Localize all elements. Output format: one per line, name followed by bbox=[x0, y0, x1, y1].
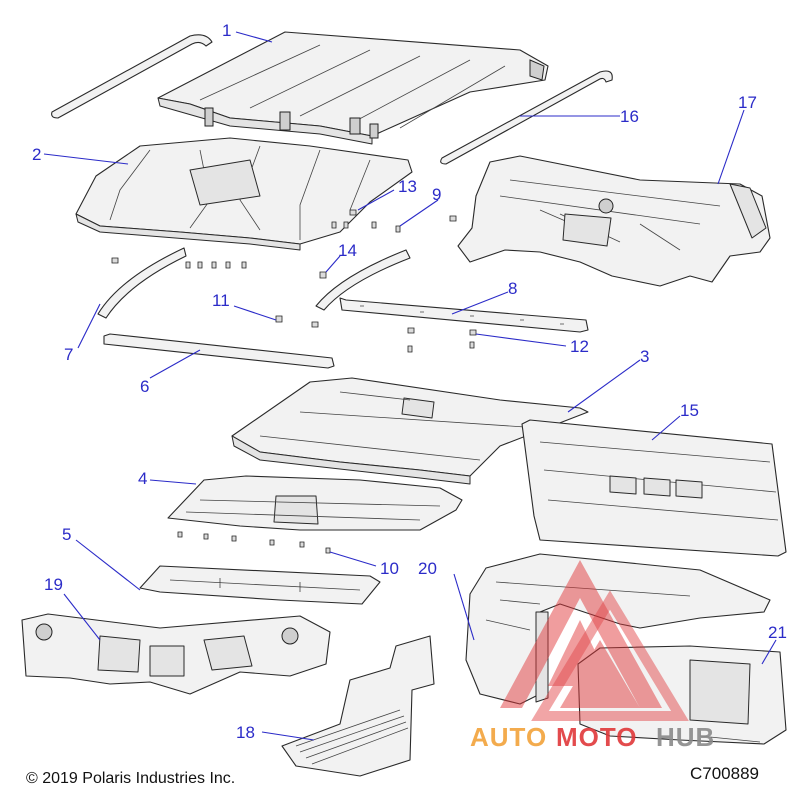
part-4-panel bbox=[167, 475, 463, 531]
callout-1: 1 bbox=[222, 21, 231, 40]
callout-9: 9 bbox=[432, 185, 441, 204]
callout-17: 17 bbox=[738, 93, 757, 112]
part-6-front-strip bbox=[103, 333, 335, 369]
part-21-side-panel bbox=[577, 645, 787, 745]
part-19-dashboard bbox=[21, 613, 331, 695]
callout-13: 13 bbox=[398, 177, 417, 196]
fasteners-upper bbox=[111, 209, 477, 353]
watermark-word-hub: HUB bbox=[656, 722, 715, 752]
leader-lines bbox=[43, 31, 777, 741]
part-18-floor-tray bbox=[281, 635, 435, 777]
part-20-rear-panel bbox=[465, 553, 771, 705]
part-17-dash-assembly bbox=[457, 155, 771, 287]
part-1-roof-panel bbox=[157, 31, 549, 145]
callout-16: 16 bbox=[620, 107, 639, 126]
part-7-trim-strips bbox=[97, 247, 411, 319]
watermark-word-auto: AUTO bbox=[470, 722, 547, 752]
callout-3: 3 bbox=[640, 347, 649, 366]
callout-11: 11 bbox=[212, 291, 230, 310]
watermark-logo-triangle bbox=[500, 560, 662, 708]
automotohub-watermark: AUTO MOTO HUB bbox=[470, 560, 715, 752]
callout-19: 19 bbox=[44, 575, 63, 594]
callout-20: 20 bbox=[418, 559, 437, 578]
callout-8: 8 bbox=[508, 279, 517, 298]
callout-4: 4 bbox=[138, 469, 147, 488]
callout-14: 14 bbox=[338, 241, 357, 260]
callout-15: 15 bbox=[680, 401, 699, 420]
part-15-bulkhead bbox=[521, 419, 787, 557]
callout-21: 21 bbox=[768, 623, 787, 642]
callout-12: 12 bbox=[570, 337, 589, 356]
callout-5: 5 bbox=[62, 525, 71, 544]
callout-18: 18 bbox=[236, 723, 255, 742]
fasteners-mid bbox=[177, 531, 331, 554]
callout-2: 2 bbox=[32, 145, 41, 164]
part-3-floor-panel bbox=[231, 377, 589, 485]
callout-6: 6 bbox=[140, 377, 149, 396]
callout-10: 10 bbox=[380, 559, 399, 578]
copyright-notice: © 2019 Polaris Industries Inc. bbox=[26, 770, 236, 787]
watermark-word-moto: MOTO bbox=[556, 722, 638, 752]
callout-numbers: 1 2 3 4 5 6 7 8 9 10 11 12 13 14 15 16 1… bbox=[32, 21, 787, 742]
part-5-bracket bbox=[139, 565, 381, 605]
part-16-seal-strips bbox=[51, 34, 613, 165]
callout-7: 7 bbox=[64, 345, 73, 364]
part-2-headliner bbox=[75, 137, 413, 251]
diagram-code: C700889 bbox=[690, 764, 760, 783]
part-8-rail bbox=[339, 297, 589, 333]
